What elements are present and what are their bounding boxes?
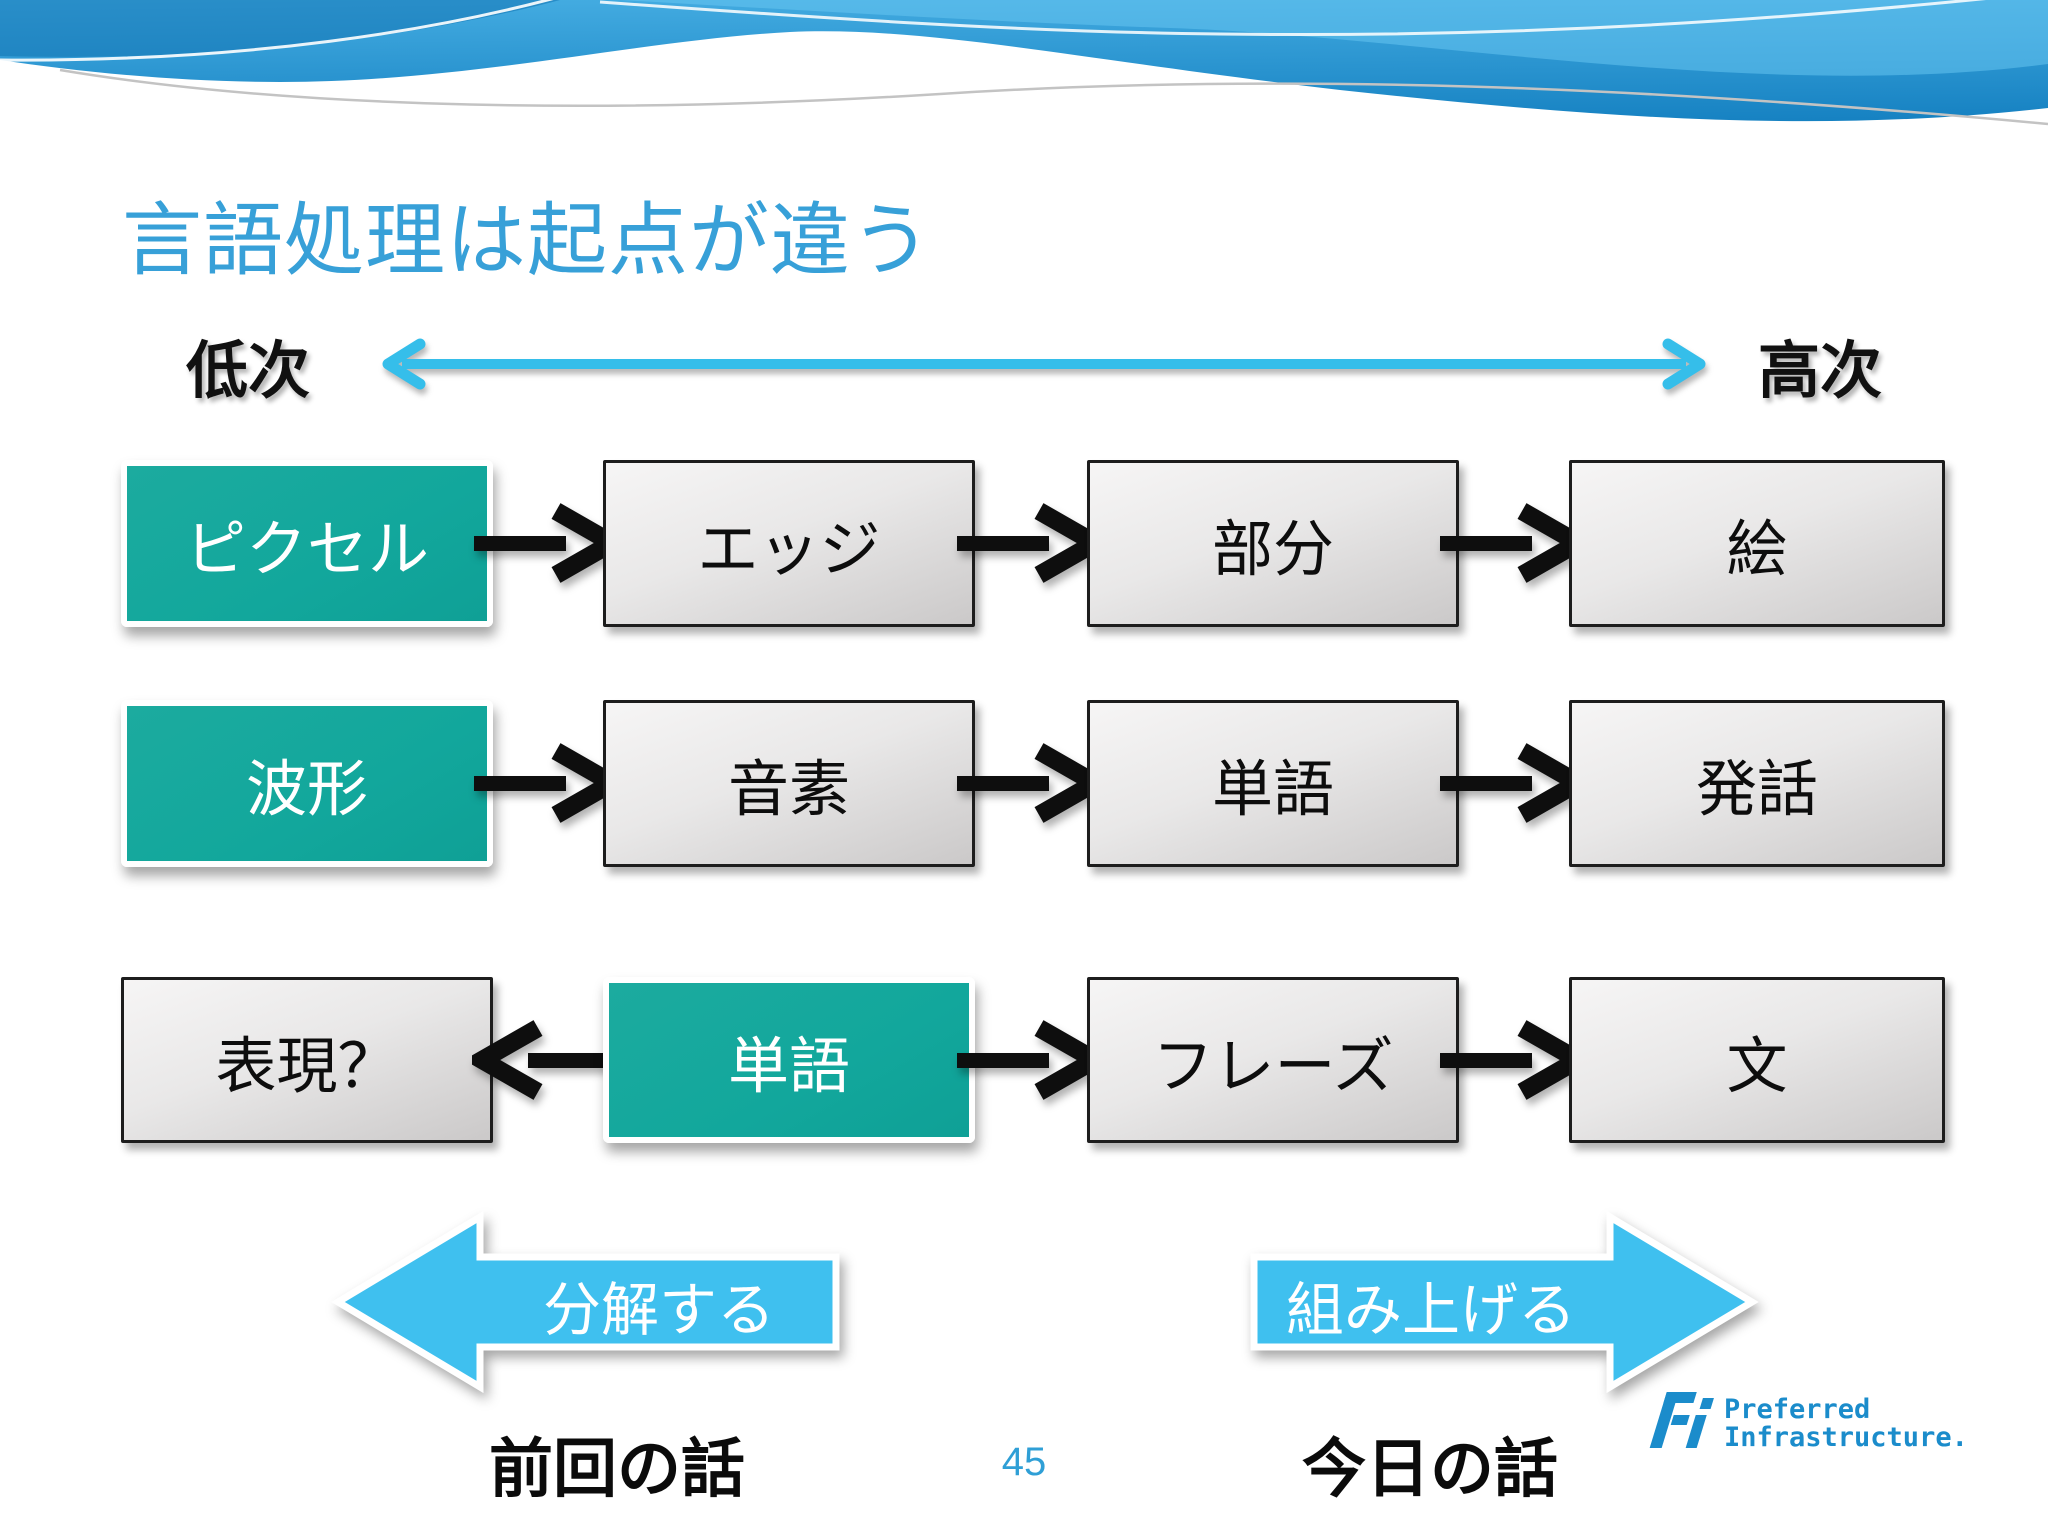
page-number: 45 bbox=[1001, 1440, 1047, 1484]
caption-previous-talk: 前回の話 bbox=[489, 1433, 745, 1505]
flow-box-phrase: フレーズ bbox=[1087, 977, 1459, 1143]
decompose-arrow: 分解する bbox=[330, 1205, 845, 1400]
flow-box-label: 単語 bbox=[727, 1031, 850, 1100]
flow-box-label: 絵 bbox=[1726, 515, 1788, 583]
flow-box-picture: 絵 bbox=[1569, 460, 1945, 627]
flow-box-label: フレーズ bbox=[1152, 1031, 1394, 1100]
flow-box-label: 表現？ bbox=[215, 1031, 399, 1100]
logo-line2: Infrastructure. bbox=[1724, 1422, 1968, 1454]
axis-label-low: 低次 bbox=[186, 337, 311, 406]
block-arrow-right-icon bbox=[1250, 1210, 1759, 1394]
flow-arrow-right-icon bbox=[474, 503, 622, 583]
caption-today-talk: 今日の話 bbox=[1302, 1433, 1558, 1505]
flow-box-pixel: ピクセル bbox=[121, 460, 493, 627]
logo-line1: Preferred bbox=[1724, 1394, 1871, 1425]
flow-arrow-right-icon bbox=[474, 743, 622, 823]
flow-box-label: 部分 bbox=[1211, 515, 1334, 583]
flow-box-waveform: 波形 bbox=[121, 700, 493, 867]
flow-arrow-left-icon bbox=[472, 1020, 620, 1100]
decompose-arrow-label: 分解する bbox=[542, 1278, 775, 1343]
flow-box-word: 単語 bbox=[1087, 700, 1459, 867]
header-wave-decoration bbox=[0, 0, 2048, 160]
flow-box-label: エッジ bbox=[697, 515, 881, 583]
axis-label-high: 高次 bbox=[1758, 337, 1883, 406]
flow-box-edge: エッジ bbox=[603, 460, 975, 627]
flow-box-sentence: 文 bbox=[1569, 977, 1945, 1143]
wave-graphic-icon bbox=[0, 0, 2048, 126]
company-logo: Preferred Infrastructure. bbox=[1648, 1388, 1968, 1458]
compose-arrow: 組み上げる bbox=[1245, 1205, 1760, 1400]
flow-box-label: 単語 bbox=[1211, 755, 1334, 823]
compose-arrow-label: 組み上げる bbox=[1285, 1278, 1576, 1343]
flow-arrow-right-icon bbox=[1440, 743, 1588, 823]
flow-arrow-right-icon bbox=[1440, 1020, 1588, 1100]
flow-box-label: 音素 bbox=[727, 755, 850, 823]
flow-arrow-right-icon bbox=[957, 743, 1105, 823]
flow-box-representation: 表現？ bbox=[121, 977, 493, 1143]
flow-box-label: ピクセル bbox=[184, 515, 429, 583]
fi-logo-icon bbox=[1649, 1392, 1714, 1448]
flow-box-label: 文 bbox=[1726, 1031, 1788, 1100]
flow-box-label: 発話 bbox=[1695, 755, 1818, 823]
flow-box-word-start: 単語 bbox=[603, 977, 975, 1143]
flow-arrow-right-icon bbox=[957, 503, 1105, 583]
flow-arrow-right-icon bbox=[1440, 503, 1588, 583]
block-arrow-left-icon bbox=[331, 1210, 840, 1394]
flow-arrow-right-icon bbox=[957, 1020, 1105, 1100]
page-title: 言語処理は起点が違う bbox=[122, 195, 932, 285]
flow-box-utterance: 発話 bbox=[1569, 700, 1945, 867]
flow-box-parts: 部分 bbox=[1087, 460, 1459, 627]
double-headed-arrow-icon bbox=[382, 338, 1706, 390]
flow-box-phoneme: 音素 bbox=[603, 700, 975, 867]
flow-box-label: 波形 bbox=[245, 755, 368, 823]
company-logo-text: Preferred Infrastructure. bbox=[1724, 1388, 1968, 1453]
